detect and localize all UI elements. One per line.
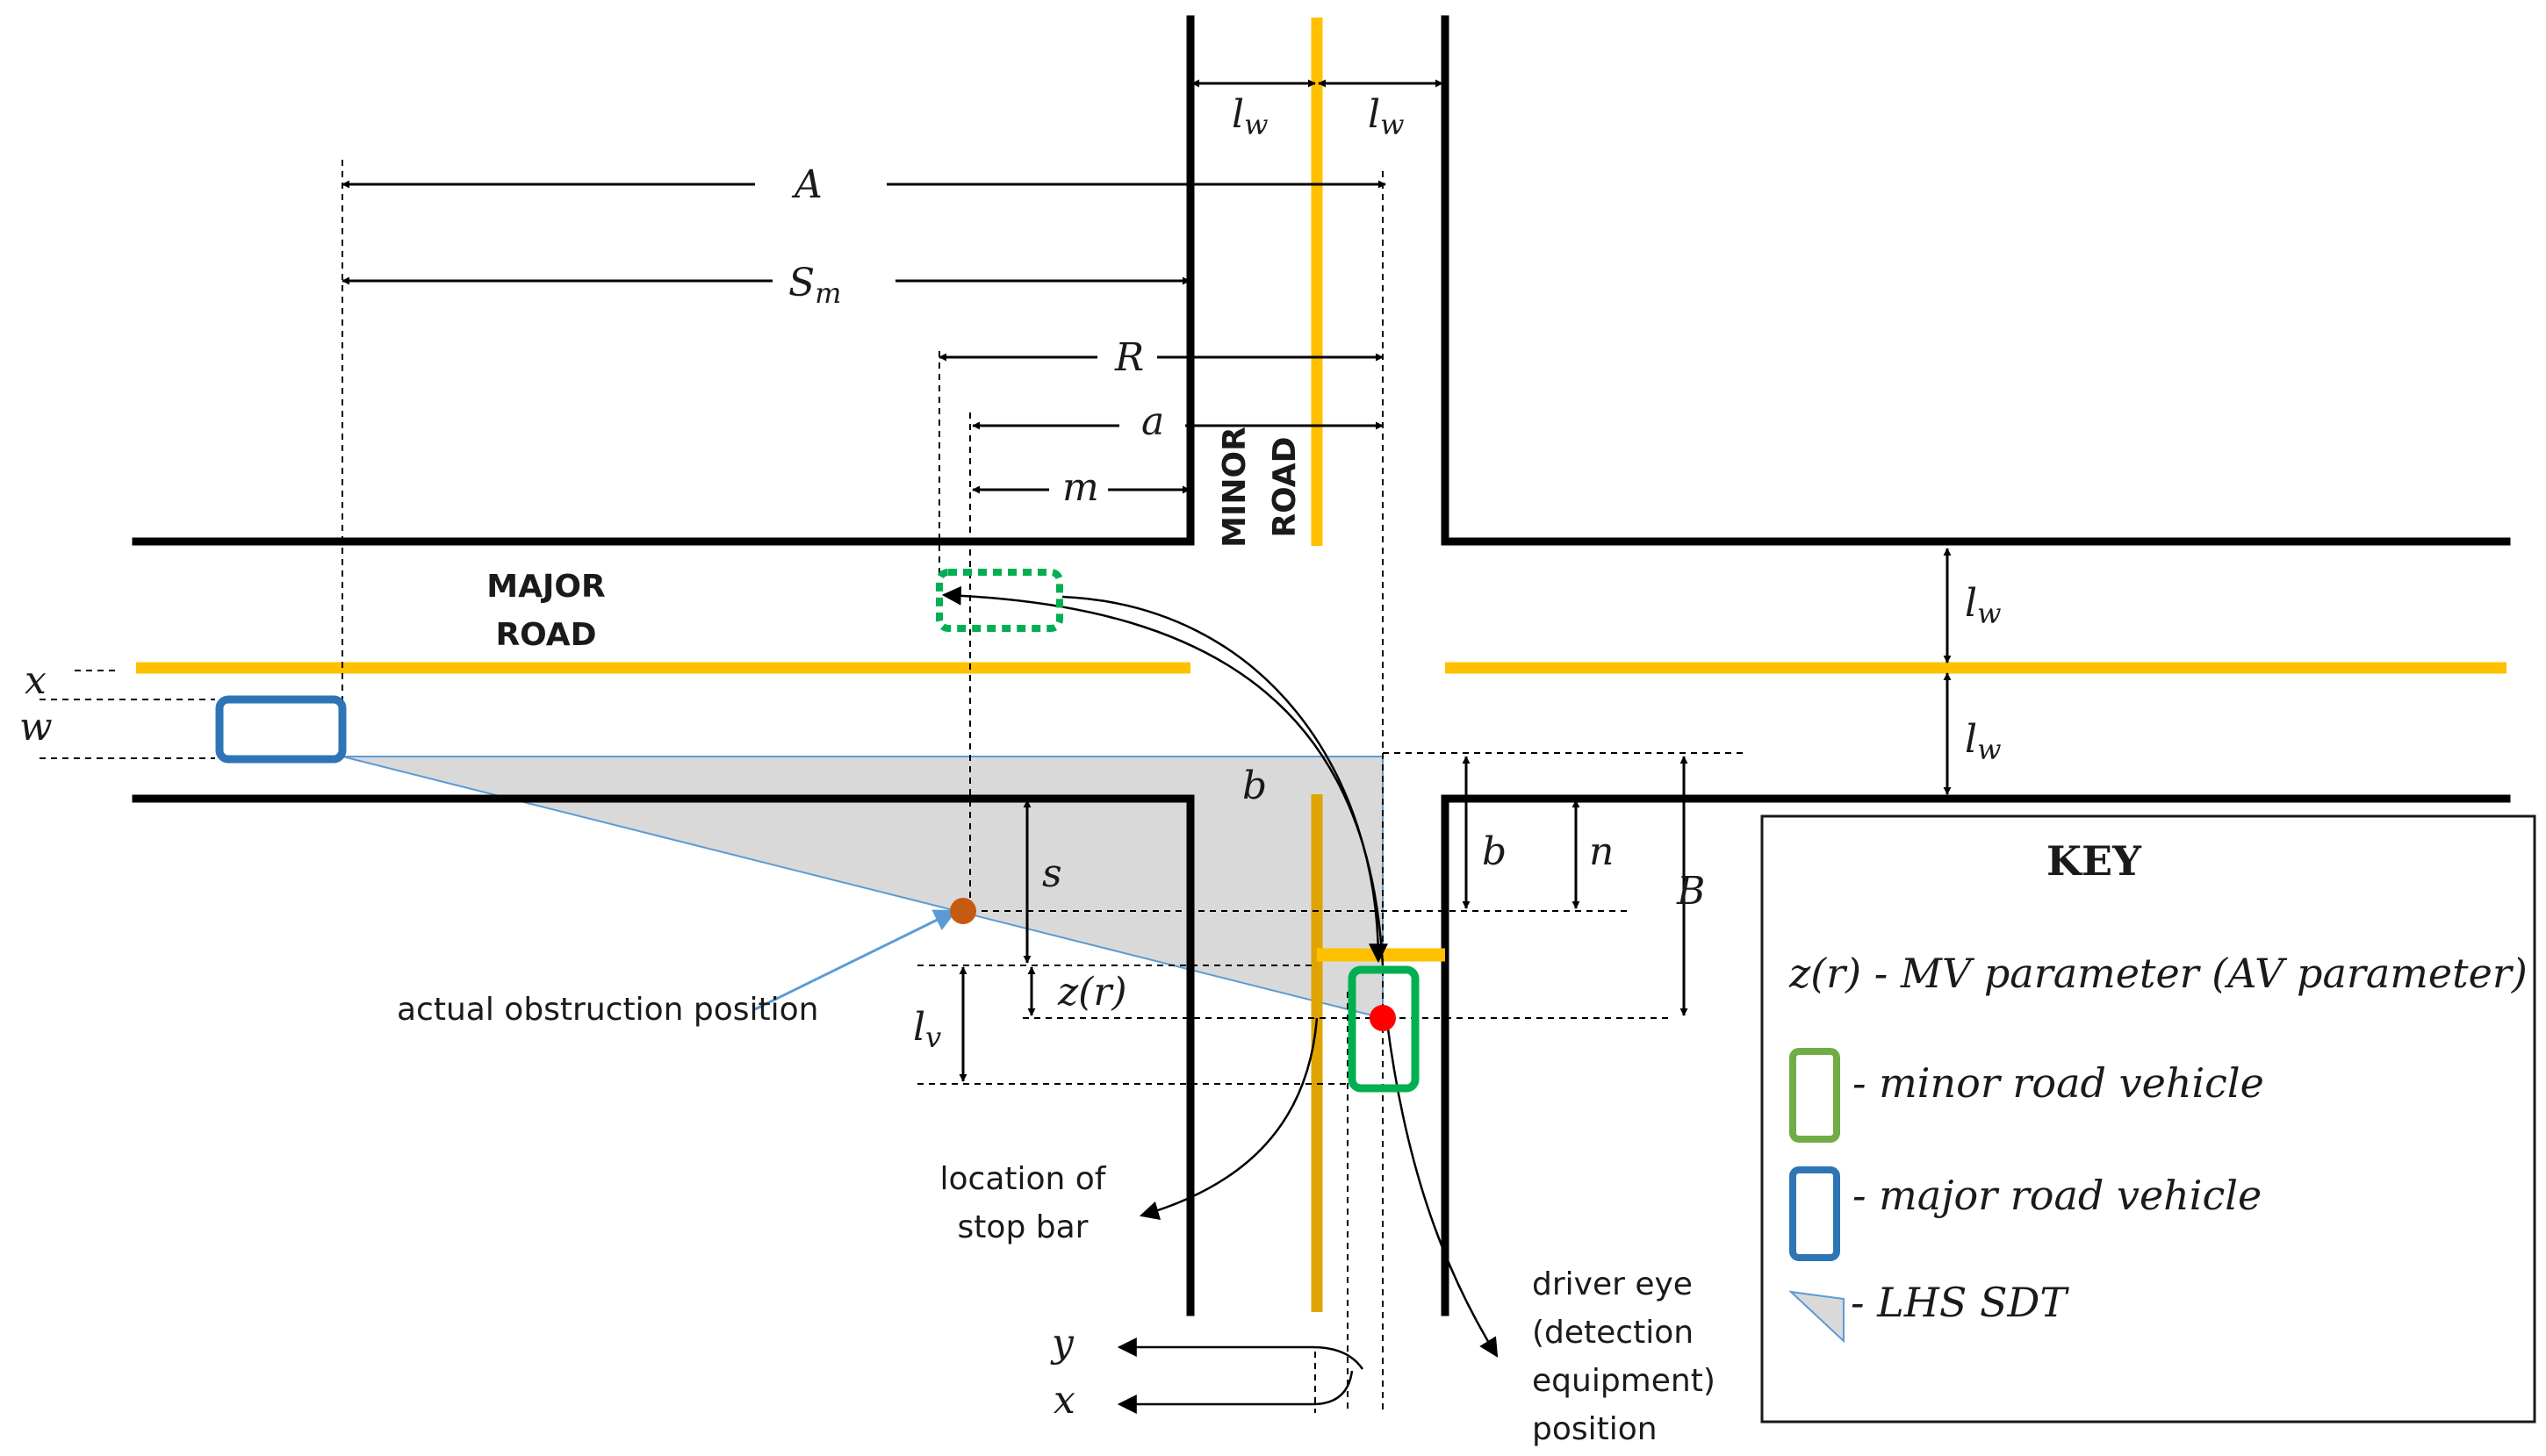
major-road-edges (132, 15, 2511, 1316)
label-B: B (1676, 869, 1705, 914)
label-a: a (1141, 399, 1164, 444)
label-y-bottom: y (1050, 1321, 1075, 1366)
curved-arrows (941, 585, 1499, 1358)
label-zr: z(r) (1057, 970, 1127, 1015)
label-s: s (1042, 851, 1062, 896)
driver-eye-annotation-line1: driver eye (1532, 1266, 1693, 1302)
label-lw-top-right: lw (1368, 92, 1404, 141)
driver-eye-point (1370, 1005, 1396, 1031)
key-major-vehicle-text: - major road vehicle (1852, 1172, 2262, 1219)
label-n: n (1589, 829, 1614, 874)
label-x-bottom: x (1054, 1378, 1075, 1423)
label-x-left: x (25, 658, 47, 703)
key-sdt-swatch (1788, 1290, 1845, 1344)
major-road-label-line2: ROAD (495, 617, 596, 653)
xy-reference-arrows (1117, 1338, 1364, 1414)
label-b-right: b (1482, 829, 1507, 874)
key-sdt-text: - LHS SDT (1851, 1279, 2069, 1326)
key-minor-vehicle-swatch (1789, 1048, 1840, 1143)
label-lw-right-lower: lw (1965, 717, 2001, 766)
dimension-arrows-vertical (959, 548, 1952, 1082)
dashed-reference-lines (40, 160, 1743, 1413)
minor-road-label-line1: MINOR (1217, 427, 1253, 548)
major-road-vehicle (215, 695, 347, 764)
label-m: m (1062, 465, 1099, 510)
obstruction-pointer (754, 909, 958, 1011)
driver-eye-annotation-line3: equipment) (1532, 1363, 1715, 1399)
key-minor-vehicle-text: - minor road vehicle (1852, 1059, 2264, 1107)
minor-road-vehicle (1348, 965, 1420, 1093)
driver-eye-annotation-line4: position (1532, 1411, 1658, 1447)
label-R: R (1114, 335, 1144, 380)
label-w: w (19, 705, 53, 750)
key-param-text: z(r) - MV parameter (AV parameter) (1788, 950, 2528, 997)
minor-road-label-line2: ROAD (1267, 436, 1303, 537)
road-labels: MAJOR ROAD MINOR ROAD (486, 427, 1303, 653)
stop-bar-annotation-line2: stop bar (958, 1209, 1089, 1245)
key-major-vehicle-swatch (1789, 1166, 1840, 1261)
dimension-symbols: A Sm R a m lw lw lw lw b b n B s z(r) lv… (19, 92, 2001, 1423)
stop-bar-annotation-line1: location of (940, 1161, 1107, 1197)
label-b-center: b (1242, 764, 1267, 808)
centerlines (136, 18, 2506, 1312)
label-lw-top-left: lw (1232, 92, 1268, 141)
lhs-sdt-triangle (342, 756, 1384, 1020)
dimension-arrows-top (342, 79, 1443, 494)
key-legend: KEY z(r) - MV parameter (AV parameter) -… (1760, 814, 2536, 1424)
obstruction-annotation: actual obstruction position (397, 992, 818, 1028)
obstruction-point (950, 898, 976, 924)
label-lw-right-upper: lw (1965, 581, 2001, 630)
label-lv: lv (913, 1005, 941, 1054)
label-A: A (791, 162, 823, 207)
key-box (1760, 814, 2536, 1424)
minor-road-vehicle-future-position (936, 569, 1063, 632)
label-Sm: Sm (788, 261, 842, 310)
driver-eye-annotation-line2: (detection (1532, 1315, 1694, 1351)
annotations: actual obstruction position location of … (397, 992, 1715, 1447)
major-road-label-line1: MAJOR (486, 569, 605, 605)
key-title: KEY (2046, 837, 2142, 885)
